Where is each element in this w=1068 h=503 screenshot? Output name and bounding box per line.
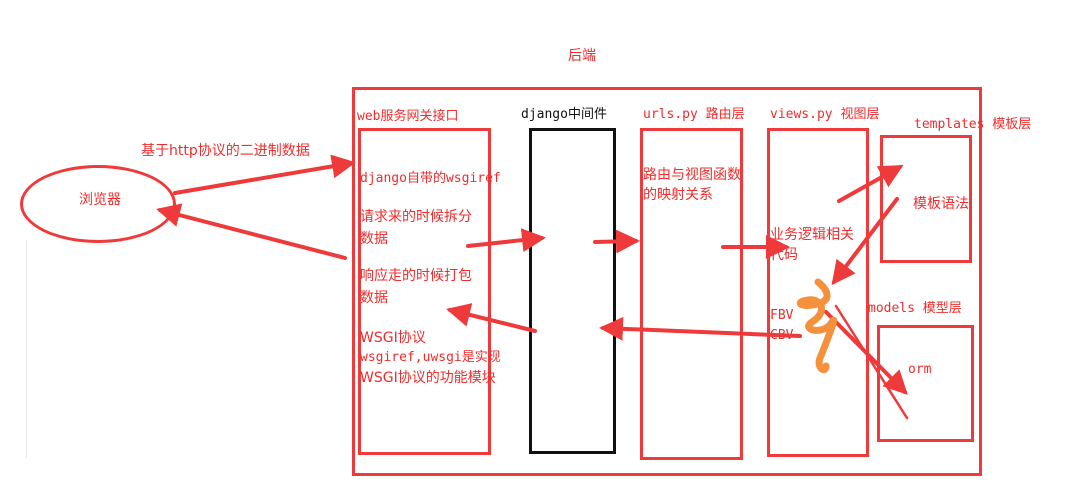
gateway-wsgi-line1: WSGI协议: [360, 330, 426, 346]
gateway-pack-line2: 数据: [360, 290, 388, 306]
arrow-middleware-to-gateway: [446, 303, 537, 333]
models-title: models 模型层: [868, 301, 962, 316]
views-title: views.py 视图层: [770, 107, 880, 122]
arrow-views-to-templates: [837, 165, 904, 203]
arrow-gateway-to-browser: [156, 203, 347, 260]
templates-title: templates 模板层: [914, 117, 1032, 132]
gateway-wsgi-line2: wsgiref,uwsgi是实现: [360, 350, 501, 365]
middleware-box: [529, 128, 616, 454]
gateway-split-line2: 数据: [360, 231, 388, 247]
views-line1: 业务逻辑相关: [770, 227, 854, 243]
arrow-middleware-to-urls: [593, 229, 640, 254]
urls-line2: 的映射关系: [643, 187, 713, 203]
http-label: 基于http协议的二进制数据: [141, 143, 310, 159]
templates-content: 模板语法: [913, 196, 969, 212]
arrow-gateway-to-middleware: [466, 228, 546, 253]
gateway-wsgi-line3: WSGI协议的功能模块: [360, 370, 496, 386]
models-content: orm: [908, 362, 932, 377]
views-fbv: FBV: [770, 308, 794, 323]
arrow-models-to-views: [834, 304, 909, 420]
gateway-box: [358, 128, 491, 455]
gateway-wsgiref-text: django自带的wsgiref: [360, 171, 501, 186]
arrow-templates-to-views: [831, 197, 899, 286]
templates-box: [880, 135, 972, 263]
urls-title: urls.py 路由层: [643, 107, 745, 122]
views-box: [767, 128, 869, 457]
guide-line: [26, 240, 27, 458]
backend-box: [352, 87, 982, 476]
gateway-title: web服务网关接口: [357, 109, 459, 124]
urls-line1: 路由与视图函数: [643, 167, 741, 183]
models-box: [877, 325, 974, 442]
gateway-pack-line1: 响应走的时候打包: [360, 268, 472, 284]
arrow-browser-to-gateway: [173, 154, 356, 195]
middleware-title: django中间件: [521, 107, 607, 122]
browser-label: 浏览器: [79, 192, 121, 208]
backend-title: 后端: [568, 48, 596, 64]
arrow-views-to-middleware: [599, 316, 802, 341]
orange-scribble: [796, 278, 837, 374]
urls-box: [640, 128, 743, 460]
gateway-split-line1: 请求来的时候拆分: [360, 209, 472, 225]
